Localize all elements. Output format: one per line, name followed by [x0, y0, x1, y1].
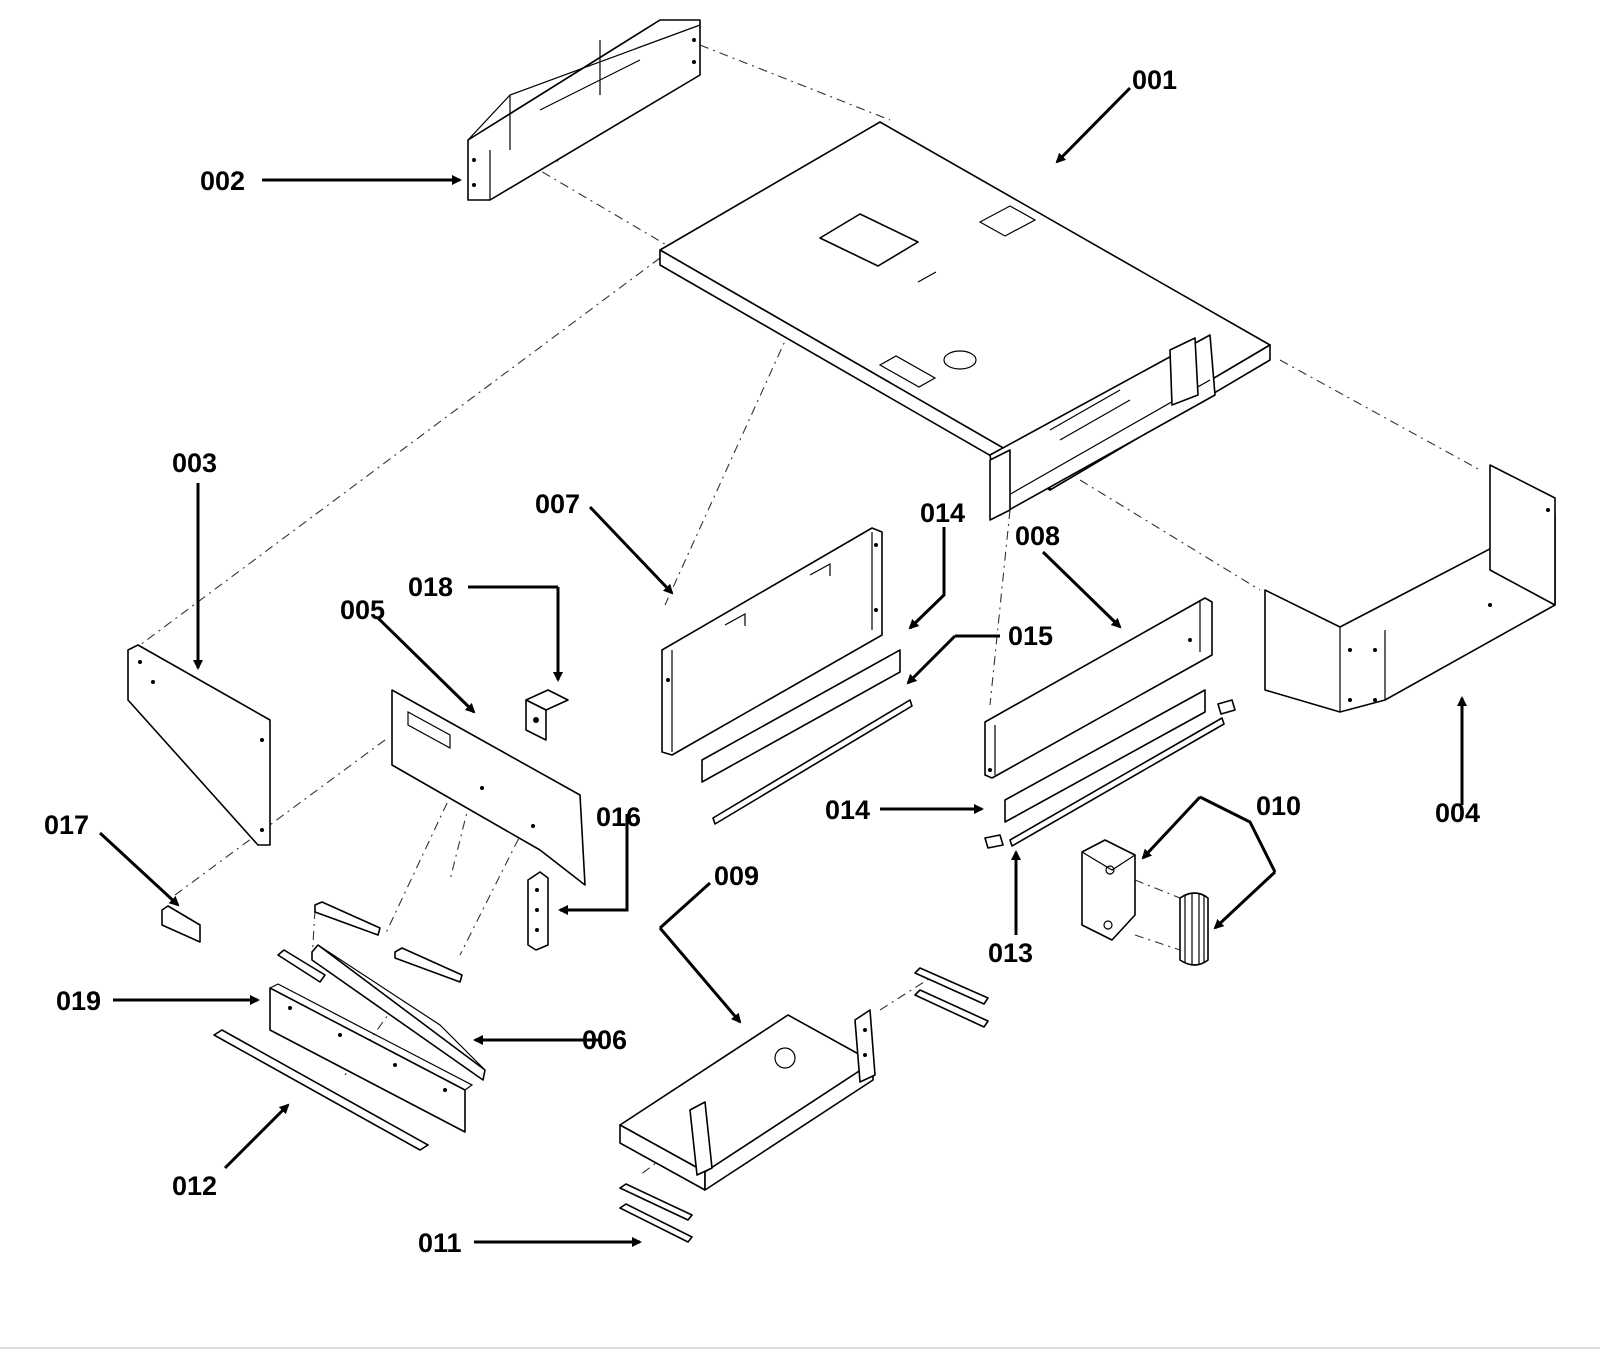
part-012-flat-bar: [213, 1029, 429, 1151]
part-010-box-and-roller: [1081, 839, 1209, 966]
callout-011: 011: [418, 1228, 462, 1258]
part-003-left-side-panel: [127, 644, 271, 846]
part-001-top-deck: [659, 121, 1271, 521]
callout-013: 013: [988, 938, 1033, 968]
part-013-rod-and-tabs: [984, 699, 1236, 849]
callout-010: 010: [1256, 791, 1301, 821]
callout-015: 015: [1008, 621, 1053, 651]
part-005-center-panel: [391, 689, 586, 886]
callout-004: 004: [1435, 798, 1480, 828]
callout-016: 016: [596, 802, 641, 832]
part-017-small-plate: [161, 905, 201, 943]
part-016-bracket: [527, 871, 549, 951]
callout-012: 012: [172, 1171, 217, 1201]
part-014-upper-strip: [701, 649, 901, 783]
part-009-bottom-tray: [619, 1009, 876, 1191]
callout-018: 018: [408, 572, 453, 602]
callout-009: 009: [714, 861, 759, 891]
callout-014-lower: 014: [825, 795, 870, 825]
callout-007: 007: [535, 489, 580, 519]
part-015-thin-rod: [712, 699, 913, 825]
callout-labels: 001 002 003 004 005 006 007 008 009 010 …: [44, 65, 1480, 1258]
part-006-angled-rail: [311, 901, 486, 1081]
callout-006: 006: [582, 1025, 627, 1055]
part-002-front-channel: [467, 19, 701, 201]
callout-014-upper: 014: [920, 498, 965, 528]
part-018-bracket: [525, 689, 569, 741]
callout-008: 008: [1015, 521, 1060, 551]
callout-019: 019: [56, 986, 101, 1016]
part-011-rods: [619, 967, 989, 1243]
part-019-long-plate: [269, 949, 474, 1133]
callout-017: 017: [44, 810, 89, 840]
callout-005: 005: [340, 595, 385, 625]
part-004-rear-wrap-panel: [1264, 464, 1556, 713]
part-014-lower-strip: [1004, 689, 1206, 823]
callout-003: 003: [172, 448, 217, 478]
part-007-notched-panel: [661, 527, 883, 756]
part-008-rear-panel: [984, 597, 1213, 779]
callout-001: 001: [1132, 65, 1177, 95]
callout-002: 002: [200, 166, 245, 196]
callout-arrows: [98, 86, 1467, 1247]
bottom-divider: [0, 1347, 1600, 1349]
